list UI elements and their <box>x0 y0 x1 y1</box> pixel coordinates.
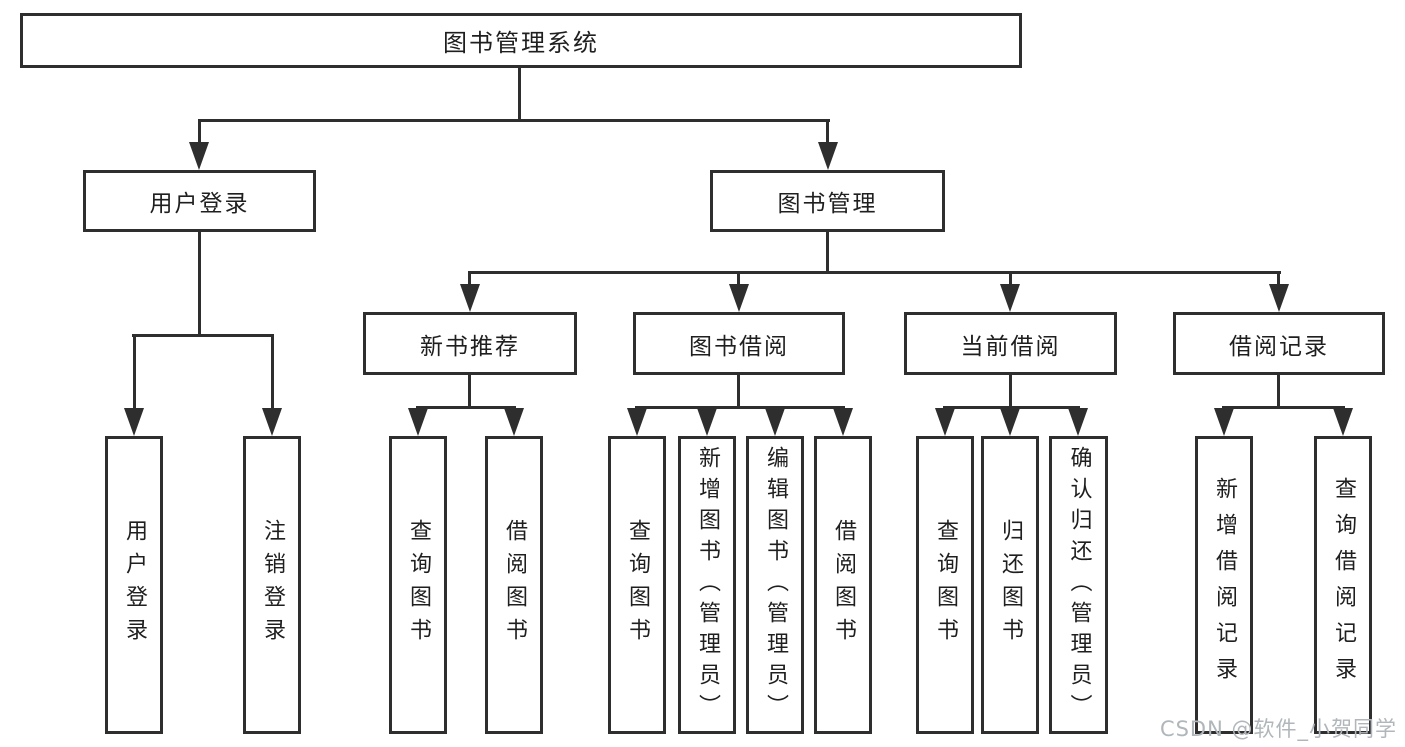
leaf-borrow-books-recommend-label: 借阅图书 <box>502 519 527 651</box>
arrow-down <box>1214 408 1234 436</box>
leaf-user-login-label: 用户登录 <box>122 519 147 651</box>
leaf-query-books-recommend-label: 查询图书 <box>406 519 431 651</box>
node-book-management: 图书管理 <box>710 170 945 232</box>
node-library-system-label: 图书管理系统 <box>443 29 599 57</box>
leaf-borrow-books-borrow: 借阅图书 <box>814 436 872 734</box>
connector-line <box>468 375 471 408</box>
connector-line <box>1277 375 1280 408</box>
leaf-return-book-label: 归还图书 <box>998 519 1023 651</box>
arrow-down <box>124 408 144 436</box>
connector-line <box>737 375 740 408</box>
arrow-down <box>935 408 955 436</box>
leaf-add-book-admin: 新增图书（管理员） <box>678 436 736 734</box>
node-new-book-recommend-label: 新书推荐 <box>420 333 520 360</box>
node-borrowing-records: 借阅记录 <box>1173 312 1385 375</box>
arrow-down <box>1000 408 1020 436</box>
connector-line <box>132 334 274 337</box>
arrow-down <box>504 408 524 436</box>
leaf-return-book: 归还图书 <box>981 436 1039 734</box>
leaf-edit-book-admin-label: 编辑图书（管理员） <box>763 445 788 725</box>
leaf-logout: 注销登录 <box>243 436 301 734</box>
connector-line <box>198 232 201 337</box>
arrow-down <box>1068 408 1088 436</box>
leaf-add-borrow-record-label: 新增借阅记录 <box>1212 477 1237 693</box>
leaf-query-books-current-label: 查询图书 <box>933 519 958 651</box>
connector-line <box>1009 272 1012 286</box>
node-current-borrowing-label: 当前借阅 <box>960 333 1061 360</box>
leaf-confirm-return-admin-label: 确认归还（管理员） <box>1066 445 1092 725</box>
connector-line <box>468 271 1281 274</box>
leaf-add-borrow-record: 新增借阅记录 <box>1195 436 1253 734</box>
arrow-down <box>1000 284 1020 312</box>
arrow-down <box>189 142 209 170</box>
node-current-borrowing: 当前借阅 <box>904 312 1117 375</box>
connector-line <box>635 406 845 409</box>
leaf-edit-book-admin: 编辑图书（管理员） <box>746 436 804 734</box>
connector-line <box>1009 375 1012 408</box>
connector-line <box>198 119 830 122</box>
leaf-query-books-borrow: 查询图书 <box>608 436 666 734</box>
leaf-user-login: 用户登录 <box>105 436 163 734</box>
arrow-down <box>1333 408 1353 436</box>
leaf-borrow-books-borrow-label: 借阅图书 <box>831 519 856 651</box>
node-user-login-label: 用户登录 <box>149 191 250 217</box>
leaf-query-borrow-record-label: 查询借阅记录 <box>1331 477 1356 693</box>
arrow-down <box>408 408 428 436</box>
connector-line <box>1277 272 1280 286</box>
arrow-down <box>1269 284 1289 312</box>
arrow-down <box>833 408 853 436</box>
leaf-borrow-books-recommend: 借阅图书 <box>485 436 543 734</box>
arrow-down <box>697 408 717 436</box>
leaf-query-borrow-record: 查询借阅记录 <box>1314 436 1372 734</box>
arrow-down <box>627 408 647 436</box>
connector-line <box>826 119 829 144</box>
leaf-query-books-recommend: 查询图书 <box>389 436 447 734</box>
leaf-logout-label: 注销登录 <box>260 519 285 651</box>
arrow-down <box>765 408 785 436</box>
connector-line <box>943 406 1080 409</box>
connector-line <box>133 334 136 410</box>
connector-line <box>271 334 274 410</box>
leaf-confirm-return-admin: 确认归还（管理员） <box>1049 436 1108 734</box>
arrow-down <box>262 408 282 436</box>
node-library-system: 图书管理系统 <box>20 13 1022 68</box>
leaf-query-books-borrow-label: 查询图书 <box>625 519 650 651</box>
connector-line <box>826 232 829 274</box>
arrow-down <box>729 284 749 312</box>
connector-line <box>737 272 740 286</box>
watermark: CSDN @软件_小贺同学 <box>1159 717 1397 741</box>
node-borrowing-records-label: 借阅记录 <box>1229 333 1329 360</box>
connector-line <box>198 119 201 144</box>
node-book-borrowing: 图书借阅 <box>633 312 845 375</box>
connector-line <box>1222 406 1345 409</box>
node-user-login: 用户登录 <box>83 170 316 232</box>
arrow-down <box>818 142 838 170</box>
node-book-management-label: 图书管理 <box>777 191 878 217</box>
connector-line <box>416 406 516 409</box>
connector-line <box>518 68 521 121</box>
connector-line <box>468 272 471 286</box>
node-new-book-recommend: 新书推荐 <box>363 312 577 375</box>
leaf-add-book-admin-label: 新增图书（管理员） <box>695 445 720 725</box>
arrow-down <box>460 284 480 312</box>
leaf-query-books-current: 查询图书 <box>916 436 974 734</box>
node-book-borrowing-label: 图书借阅 <box>689 333 789 360</box>
